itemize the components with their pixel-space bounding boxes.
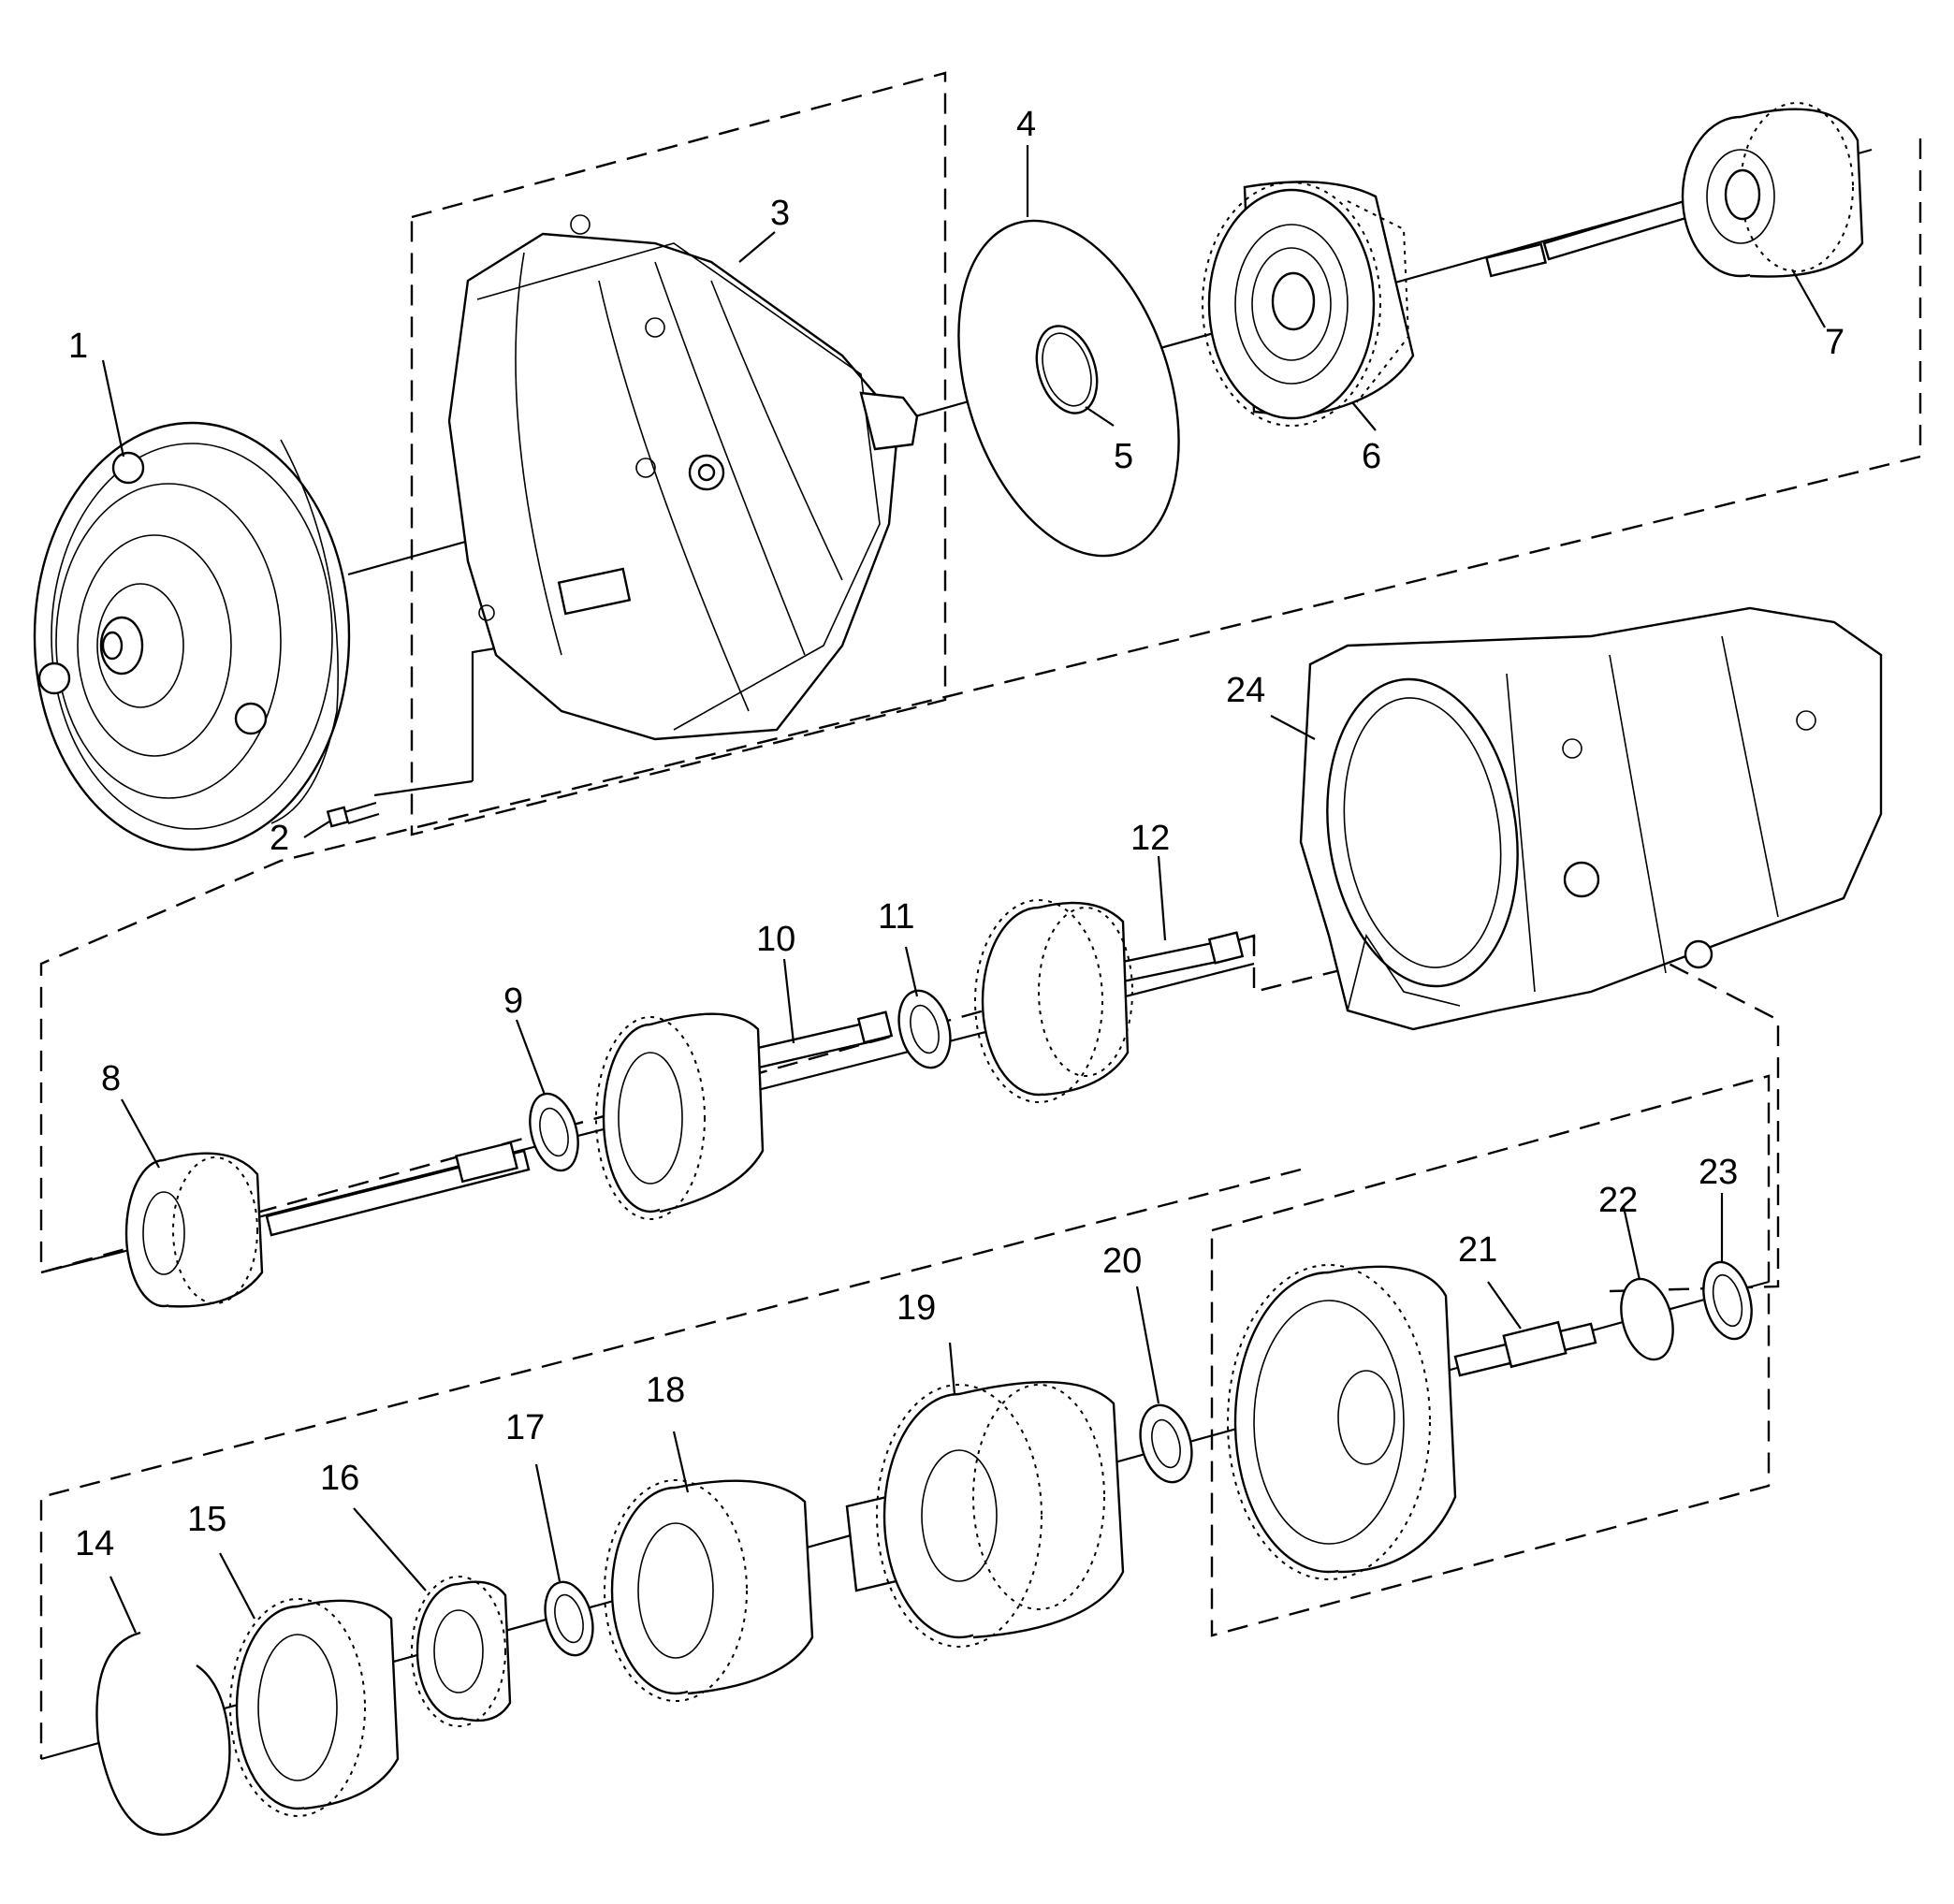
callout-16: 16 bbox=[320, 1459, 359, 1498]
callout-9: 9 bbox=[503, 981, 523, 1021]
callout-15: 15 bbox=[187, 1500, 226, 1539]
callout-labels: 1 2 3 4 5 6 7 8 9 10 11 12 14 15 16 17 1… bbox=[68, 105, 1845, 1563]
callout-14: 14 bbox=[75, 1524, 114, 1563]
part-washer-lower bbox=[544, 1580, 594, 1657]
callout-17: 17 bbox=[505, 1408, 545, 1447]
callout-21: 21 bbox=[1458, 1230, 1497, 1270]
callout-11: 11 bbox=[878, 897, 914, 937]
callout-3: 3 bbox=[770, 194, 790, 233]
part-transmission-case bbox=[1299, 606, 1883, 1031]
callout-23: 23 bbox=[1699, 1153, 1738, 1192]
part-rear-seal bbox=[1702, 1260, 1753, 1341]
axis-line-bolt bbox=[373, 779, 474, 797]
callout-7: 7 bbox=[1825, 323, 1845, 362]
group-boundary-output bbox=[1210, 1074, 1771, 1637]
callout-8: 8 bbox=[101, 1059, 121, 1098]
part-shaft-drum-assembly bbox=[1485, 102, 1864, 278]
part-washer-upper bbox=[897, 989, 952, 1069]
part-intermediate-shaft bbox=[124, 1141, 531, 1308]
callout-10: 10 bbox=[756, 920, 795, 959]
part-thrust-bearing bbox=[529, 1092, 579, 1172]
part-gearset-with-shaft bbox=[974, 899, 1245, 1103]
part-compound-gearset bbox=[845, 1380, 1125, 1648]
part-small-ring-inner bbox=[1042, 332, 1092, 407]
group-boundary-middle-chain bbox=[1252, 845, 1780, 1293]
callout-22: 22 bbox=[1598, 1181, 1638, 1220]
part-reaction-drum bbox=[229, 1598, 400, 1817]
callout-6: 6 bbox=[1362, 437, 1381, 476]
part-drum-with-shaft bbox=[595, 1010, 894, 1220]
callout-12: 12 bbox=[1130, 819, 1170, 858]
callout-2: 2 bbox=[270, 819, 289, 858]
part-converter-housing bbox=[447, 214, 919, 741]
part-clutch-drum bbox=[1202, 181, 1415, 427]
callout-1: 1 bbox=[68, 327, 88, 366]
part-planetary-carrier bbox=[604, 1479, 814, 1702]
part-snap-ring bbox=[95, 1631, 231, 1836]
callout-18: 18 bbox=[646, 1371, 685, 1410]
part-output-shaft-ring-gear bbox=[1227, 1264, 1597, 1580]
group-boundary-lower-chain bbox=[39, 1168, 1302, 1759]
callout-4: 4 bbox=[1016, 105, 1036, 144]
part-washer-output bbox=[1139, 1403, 1193, 1484]
callout-20: 20 bbox=[1102, 1242, 1142, 1281]
callout-5: 5 bbox=[1114, 437, 1133, 476]
part-bolt bbox=[326, 801, 380, 828]
group-boundary-housing bbox=[410, 71, 947, 836]
part-o-ring bbox=[1620, 1277, 1674, 1361]
part-sun-gear-assembly bbox=[411, 1576, 512, 1727]
callout-19: 19 bbox=[897, 1288, 936, 1328]
part-torque-converter bbox=[33, 421, 351, 851]
leader-lines bbox=[101, 145, 1826, 1634]
callout-24: 24 bbox=[1226, 671, 1265, 710]
